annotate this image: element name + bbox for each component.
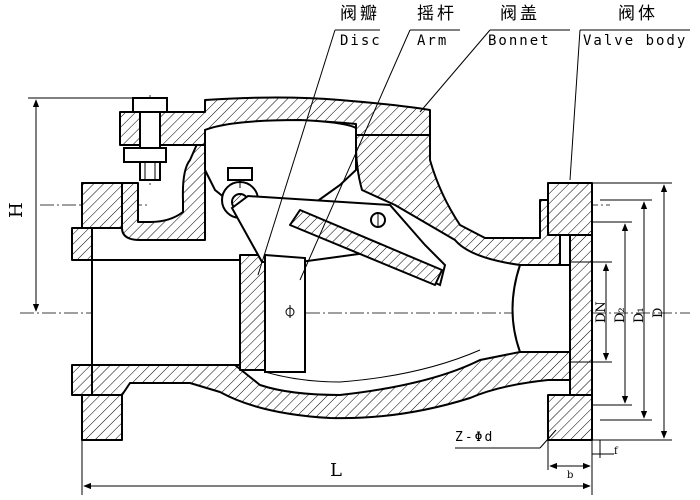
- dimension-D-label: D: [651, 307, 666, 318]
- disc-label-cn: 阀瓣: [340, 4, 380, 24]
- bonnet-label-en: Bonnet: [488, 33, 551, 49]
- disc-plate: [289, 209, 443, 286]
- arm-label-en: Arm: [417, 33, 449, 49]
- body-inner-contour: [264, 349, 481, 383]
- inlet-bore: [91, 259, 241, 366]
- valve-body-bottom-wall: [91, 351, 571, 420]
- seat-ring: [239, 254, 266, 371]
- bonnet-nut-top: [132, 97, 168, 113]
- arm-label-cn: 摇杆: [417, 4, 457, 24]
- dimension-L-label: L: [330, 460, 342, 481]
- outlet-bore: [511, 264, 571, 353]
- valve-body-label-cn: 阀体: [618, 4, 658, 24]
- leader-body: [569, 29, 581, 181]
- dimension-D2-label: D₂: [613, 307, 628, 323]
- dimension-H-label: H: [6, 202, 27, 218]
- disc-body: [264, 253, 306, 373]
- valve-body-bonnet-seat: [354, 134, 561, 266]
- bonnet-nut-bottom: [123, 147, 167, 163]
- dimension-f-label: f: [614, 446, 618, 457]
- leader-bonnet: [419, 29, 491, 113]
- disc-label-en: Disc: [340, 33, 382, 49]
- leader-arm: [299, 29, 411, 281]
- bonnet-label-cn: 阀盖: [500, 4, 540, 24]
- hinge-pin-head: [227, 167, 253, 181]
- dimension-b-label: b: [567, 470, 574, 481]
- leader-disc: [257, 29, 336, 276]
- dimension-DN-label: DN: [594, 301, 609, 323]
- bolt-holes-label: Z-Φd: [455, 430, 495, 445]
- valve-body-label-en: Valve body: [583, 33, 688, 49]
- dimension-D1-label: D₁: [632, 307, 647, 323]
